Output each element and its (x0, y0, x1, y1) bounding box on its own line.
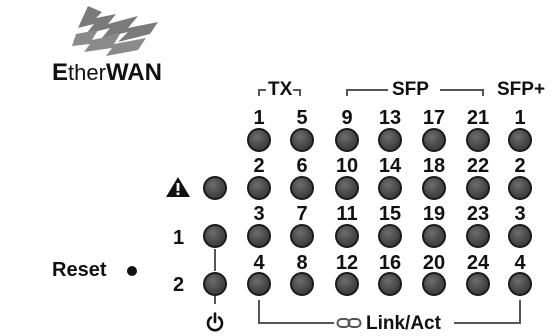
sfp-bracket-right (440, 89, 484, 91)
power1-led (203, 224, 227, 248)
link-icon (336, 318, 362, 328)
port-led (508, 272, 532, 296)
reset-label: Reset (52, 259, 107, 281)
sfp-bracket-left-tick (346, 89, 348, 96)
power2-led (203, 272, 227, 296)
port-led (466, 128, 490, 152)
port-label: 9 (341, 107, 353, 129)
port-label: 6 (296, 155, 308, 177)
port-led (466, 176, 490, 200)
port-led (466, 224, 490, 248)
link-act-bracket-right-tick (519, 300, 521, 324)
port-led (247, 176, 271, 200)
port-label: 19 (422, 203, 446, 225)
sfp-bracket-left (346, 89, 388, 91)
port-led (378, 176, 402, 200)
reset-button[interactable] (127, 266, 137, 276)
tx-bracket-right (293, 89, 301, 91)
port-label: 4 (514, 252, 526, 274)
port-label: 12 (335, 252, 359, 274)
link-act-bracket-left (258, 322, 334, 324)
port-led (378, 128, 402, 152)
port-led (378, 272, 402, 296)
port-label: 17 (422, 107, 446, 129)
port-led (335, 176, 359, 200)
port-label: 10 (335, 155, 359, 177)
port-led (290, 176, 314, 200)
link-act-bracket-right (454, 322, 521, 324)
port-label: 3 (253, 203, 265, 225)
link-act-label: Link/Act (366, 313, 441, 334)
port-led (335, 128, 359, 152)
port-led (422, 272, 446, 296)
port-led (247, 224, 271, 248)
port-label: 1 (253, 107, 265, 129)
port-label: 4 (253, 252, 265, 274)
port-label: 11 (336, 203, 358, 225)
port-label: 16 (378, 252, 402, 274)
power1-label: 1 (173, 227, 185, 249)
port-led (508, 224, 532, 248)
port-label: 2 (253, 155, 265, 177)
port-led (378, 224, 402, 248)
port-led (422, 224, 446, 248)
port-label: 23 (466, 203, 490, 225)
port-label: 22 (466, 155, 490, 177)
port-led (247, 272, 271, 296)
tx-bracket-right-tick (299, 89, 301, 96)
port-led (247, 128, 271, 152)
port-led (335, 224, 359, 248)
tx-bracket-left (258, 89, 266, 91)
warning-icon (166, 177, 190, 197)
tx-bracket-left-tick (258, 89, 260, 96)
port-led (290, 128, 314, 152)
port-label: 18 (422, 155, 446, 177)
alarm-led (203, 176, 227, 200)
port-led (335, 272, 359, 296)
port-led (290, 272, 314, 296)
power2-label: 2 (173, 274, 185, 296)
brand-logo: EtherWAN (52, 4, 182, 86)
port-led (466, 272, 490, 296)
power-bracket-line (214, 249, 216, 271)
link-act-bracket-left-tick (258, 300, 260, 324)
port-label: 1 (514, 107, 526, 129)
etherwan-logo-icon (72, 6, 158, 56)
sfp-group-label: SFP (392, 79, 429, 100)
port-label: 13 (378, 107, 402, 129)
port-led (508, 128, 532, 152)
port-label: 5 (296, 107, 308, 129)
power-bracket-line (214, 296, 216, 304)
sfp-bracket-right-tick (482, 89, 484, 96)
port-label: 20 (422, 252, 446, 274)
brand-name: EtherWAN (52, 59, 162, 86)
tx-group-label: TX (268, 79, 293, 100)
port-led (508, 176, 532, 200)
port-label: 8 (296, 252, 308, 274)
port-label: 14 (378, 155, 402, 177)
port-led (290, 224, 314, 248)
power-icon (206, 312, 224, 332)
port-led (422, 128, 446, 152)
port-label: 3 (514, 203, 526, 225)
port-label: 2 (514, 155, 526, 177)
port-led (422, 176, 446, 200)
port-label: 24 (466, 252, 490, 274)
port-label: 21 (466, 107, 490, 129)
port-label: 15 (378, 203, 402, 225)
sfp-plus-group-label: SFP+ (497, 79, 546, 100)
port-label: 7 (296, 203, 308, 225)
